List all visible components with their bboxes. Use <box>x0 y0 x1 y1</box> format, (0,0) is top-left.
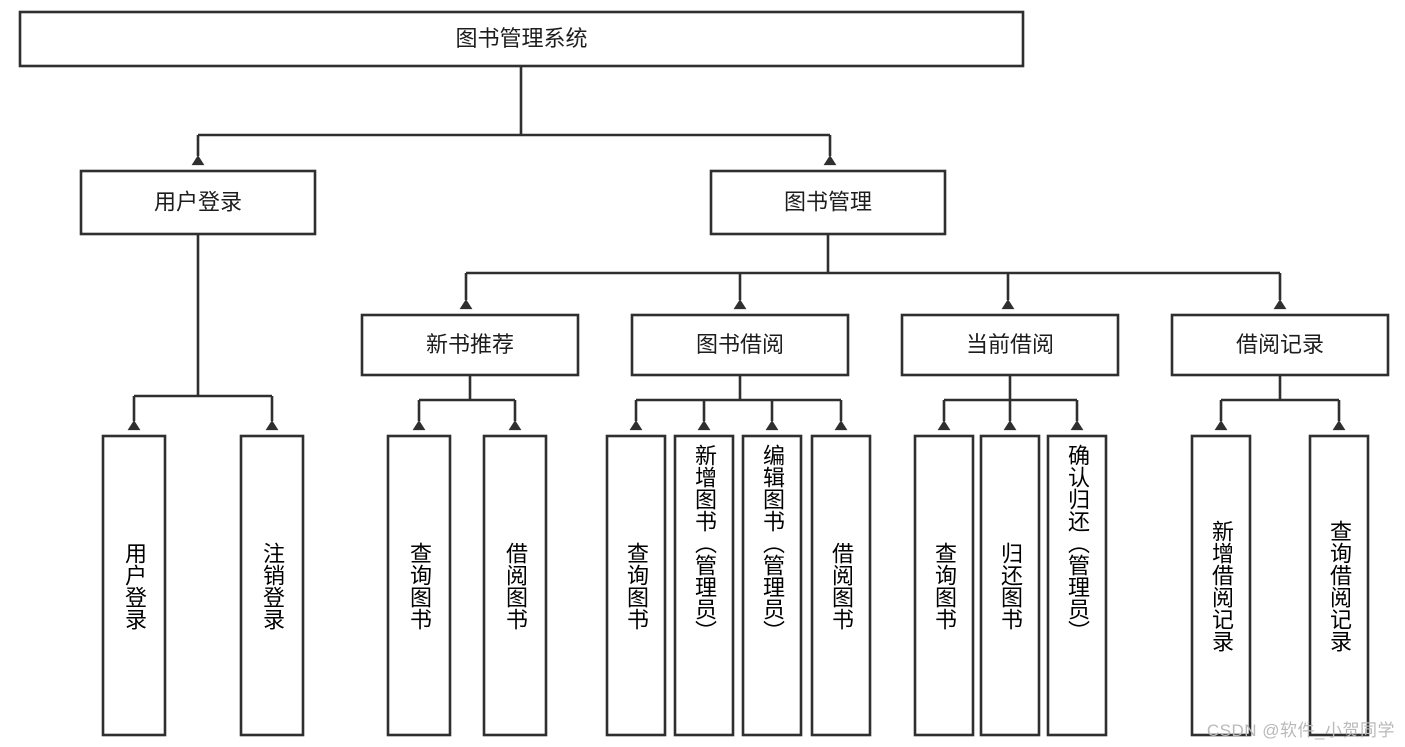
leaf-user-login-box[interactable] <box>101 434 167 737</box>
connector-layer <box>127 66 1346 431</box>
leaf-query-book-borrow-box[interactable] <box>605 434 667 737</box>
node-borrow-record[interactable]: 借阅记录 <box>1170 313 1390 377</box>
node-user-login-box[interactable] <box>79 169 317 236</box>
leaf-query-book-cur-box[interactable] <box>913 434 975 737</box>
leaf-borrow-book-rec-box[interactable] <box>482 434 548 737</box>
leaf-query-book-rec-box[interactable] <box>386 434 452 737</box>
leaf-edit-book-admin[interactable]: 编辑图书（管理员） <box>741 434 803 737</box>
leaf-query-book-borrow[interactable]: 查询图书 <box>605 434 667 737</box>
leaf-borrow-book-rec-label: 借阅图书 <box>503 541 528 630</box>
leaf-confirm-return-admin[interactable]: 确认归还（管理员） <box>1046 434 1108 737</box>
leaf-borrow-book-label: 借阅图书 <box>829 541 854 630</box>
leaf-edit-book-admin-label: 编辑图书（管理员） <box>760 444 785 642</box>
node-new-book-recommend[interactable]: 新书推荐 <box>360 313 580 377</box>
leaf-user-logout-label: 注销登录 <box>260 541 285 630</box>
node-book-borrow-label: 图书借阅 <box>696 332 784 357</box>
leaf-query-borrow-record-box[interactable] <box>1308 434 1370 737</box>
leaf-return-book[interactable]: 归还图书 <box>979 434 1041 737</box>
leaf-query-borrow-record-label: 查询借阅记录 <box>1327 519 1352 652</box>
node-new-book-recommend-box[interactable] <box>360 313 580 377</box>
node-current-borrow[interactable]: 当前借阅 <box>900 313 1120 377</box>
leaf-query-book-borrow-label: 查询图书 <box>624 541 649 630</box>
leaf-user-logout-box[interactable] <box>239 434 305 737</box>
leaf-query-borrow-record[interactable]: 查询借阅记录 <box>1308 434 1370 737</box>
leaf-query-book-rec[interactable]: 查询图书 <box>386 434 452 737</box>
leaf-add-borrow-record[interactable]: 新增借阅记录 <box>1190 434 1252 737</box>
leaf-user-login[interactable]: 用户登录 <box>101 434 167 737</box>
node-root-box[interactable] <box>18 10 1025 68</box>
leaf-add-book-admin-label: 新增图书（管理员） <box>692 444 717 642</box>
node-root[interactable]: 图书管理系统 <box>18 10 1025 68</box>
leaf-borrow-book-box[interactable] <box>810 434 872 737</box>
leaf-add-book-admin-box[interactable] <box>673 434 735 737</box>
node-user-login[interactable]: 用户登录 <box>79 169 317 236</box>
leaf-edit-book-admin-box[interactable] <box>741 434 803 737</box>
leaf-borrow-book[interactable]: 借阅图书 <box>810 434 872 737</box>
node-book-borrow[interactable]: 图书借阅 <box>630 313 850 377</box>
node-book-borrow-box[interactable] <box>630 313 850 377</box>
leaf-confirm-return-admin-label: 确认归还（管理员） <box>1065 444 1090 642</box>
leaf-query-book-cur-label: 查询图书 <box>932 541 957 630</box>
node-borrow-record-label: 借阅记录 <box>1236 332 1324 357</box>
node-borrow-record-box[interactable] <box>1170 313 1390 377</box>
node-book-manage-box[interactable] <box>709 169 947 236</box>
leaf-user-login-label: 用户登录 <box>122 541 147 630</box>
node-new-book-recommend-label: 新书推荐 <box>426 332 514 357</box>
leaf-add-book-admin[interactable]: 新增图书（管理员） <box>673 434 735 737</box>
leaf-confirm-return-admin-box[interactable] <box>1046 434 1108 737</box>
node-current-borrow-box[interactable] <box>900 313 1120 377</box>
node-current-borrow-label: 当前借阅 <box>966 332 1054 357</box>
node-book-manage-label: 图书管理 <box>784 189 872 214</box>
leaf-add-borrow-record-label: 新增借阅记录 <box>1209 519 1234 652</box>
leaf-return-book-box[interactable] <box>979 434 1041 737</box>
node-root-label: 图书管理系统 <box>455 26 587 51</box>
leaf-user-logout[interactable]: 注销登录 <box>239 434 305 737</box>
node-book-manage[interactable]: 图书管理 <box>709 169 947 236</box>
leaf-return-book-label: 归还图书 <box>998 541 1023 630</box>
leaf-add-borrow-record-box[interactable] <box>1190 434 1252 737</box>
node-user-login-label: 用户登录 <box>154 189 242 214</box>
leaf-query-book-rec-label: 查询图书 <box>407 541 432 630</box>
leaf-borrow-book-rec[interactable]: 借阅图书 <box>482 434 548 737</box>
leaf-query-book-cur[interactable]: 查询图书 <box>913 434 975 737</box>
